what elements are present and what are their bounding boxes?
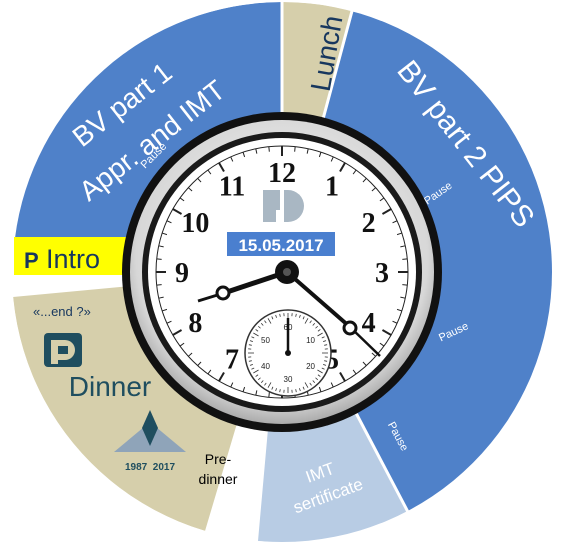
- pocket-watch: 121234567891011 601020304050 15.05.2017: [122, 112, 442, 432]
- hour-numeral: 10: [181, 208, 209, 239]
- minute-tick: [269, 147, 270, 152]
- company-logo-icon: [44, 333, 82, 367]
- hour-numeral: 1: [325, 171, 339, 202]
- subdial-numeral: 50: [261, 336, 270, 345]
- subdial-numeral: 10: [306, 336, 315, 345]
- subdial-numeral: 30: [284, 375, 293, 384]
- hour-numeral: 7: [225, 345, 239, 376]
- minute-tick: [157, 285, 162, 286]
- end-note: «...end ?»: [33, 304, 91, 319]
- hour-numeral: 9: [175, 258, 189, 289]
- date-label: 15.05.2017: [238, 236, 323, 255]
- hour-numeral: 3: [375, 258, 389, 289]
- pre-dinner-label-line1: Pre-: [205, 451, 232, 467]
- minute-tick: [269, 392, 270, 397]
- minute-tick: [402, 285, 407, 286]
- minute-tick: [402, 259, 407, 260]
- subdial-numeral: 20: [306, 362, 315, 371]
- dinner-label: Dinner: [69, 371, 151, 402]
- minute-tick: [295, 147, 296, 152]
- subdial-center: [285, 350, 291, 356]
- intro-logo-icon: P: [24, 248, 39, 273]
- anniversary-years: 1987 2017: [125, 462, 175, 473]
- hour-numeral: 12: [268, 158, 296, 189]
- minute-tick: [157, 259, 162, 260]
- intro-label: Intro: [46, 244, 100, 274]
- subdial-numeral: 40: [261, 362, 270, 371]
- hour-numeral: 8: [188, 308, 202, 339]
- hand-hub-center: [283, 268, 291, 276]
- hour-numeral: 4: [362, 308, 376, 339]
- hour-numeral: 11: [219, 171, 245, 202]
- pre-dinner-label-line2: dinner: [199, 471, 238, 487]
- hour-numeral: 2: [362, 208, 376, 239]
